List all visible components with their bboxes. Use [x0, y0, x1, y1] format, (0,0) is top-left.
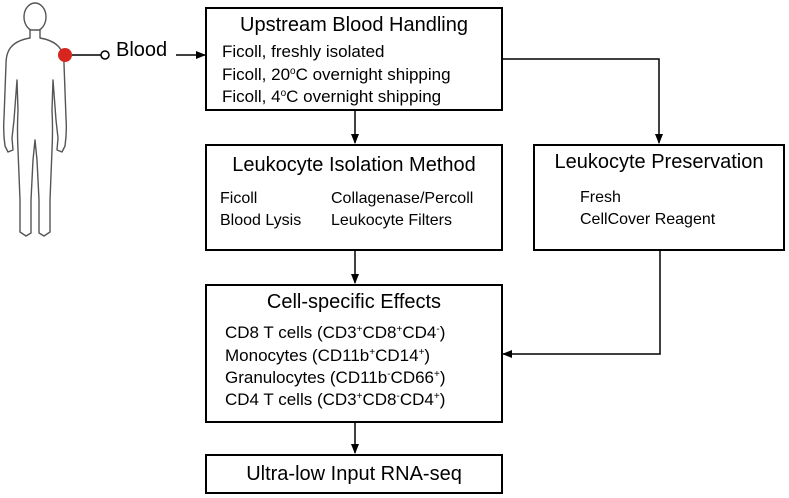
effects-item: Granulocytes (CD11b-CD66+) [225, 368, 446, 387]
human-figure-icon [2, 2, 68, 237]
arrow-preservation-to-effects [502, 251, 661, 358]
effects-item: CD8 T cells (CD3+CD8+CD4-) [225, 323, 446, 342]
preservation-item: Fresh [580, 189, 621, 206]
isolation-item: Blood Lysis [220, 212, 302, 229]
isolation-item: Collagenase/Percoll [331, 190, 474, 207]
isolation-item: Ficoll [220, 190, 258, 207]
connector-node [100, 50, 110, 60]
upstream-blood-handling-box: Upstream Blood Handling Ficoll, freshly … [205, 7, 503, 111]
leukocyte-preservation-box: Leukocyte Preservation Fresh CellCover R… [533, 144, 785, 251]
preservation-title: Leukocyte Preservation [554, 151, 764, 173]
blood-draw-site [58, 48, 72, 62]
effects-item: Monocytes (CD11b+CD14+) [225, 346, 431, 365]
upstream-item: Ficoll, 20oC overnight shipping [222, 65, 451, 84]
isolation-item: Leukocyte Filters [331, 212, 452, 229]
effects-title: Cell-specific Effects [266, 291, 442, 313]
upstream-item: Ficoll, freshly isolated [222, 42, 385, 61]
upstream-item: Ficoll, 4oC overnight shipping [222, 87, 442, 106]
leukocyte-isolation-box: Leukocyte Isolation Method Ficoll Blood … [205, 144, 503, 251]
upstream-title: Upstream Blood Handling [240, 14, 468, 36]
cell-specific-effects-box: Cell-specific Effects CD8 T cells (CD3+C… [205, 284, 503, 423]
rna-seq-box: Ultra-low Input RNA-seq [205, 454, 503, 494]
effects-item: CD4 T cells (CD3+CD8-CD4+) [225, 390, 446, 409]
preservation-item: CellCover Reagent [580, 211, 716, 228]
isolation-title: Leukocyte Isolation Method [232, 154, 476, 176]
final-title: Ultra-low Input RNA-seq [246, 463, 462, 485]
blood-label: Blood [116, 39, 168, 61]
arrow-upstream-to-preservation [503, 58, 663, 144]
